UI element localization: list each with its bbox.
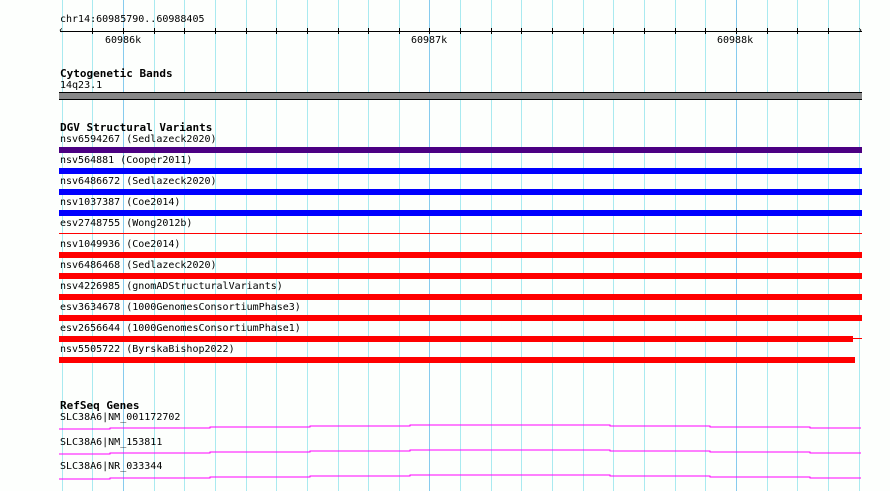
variant-label: nsv1049936 (Coe2014) <box>60 239 181 250</box>
variant-feature[interactable] <box>59 168 862 174</box>
grid-line <box>246 0 247 491</box>
gene-label: SLC38A6|NR_033344 <box>60 461 163 472</box>
grid-line <box>368 0 369 491</box>
gene-feature[interactable] <box>59 474 861 480</box>
variant-feature[interactable] <box>59 147 862 153</box>
track-title: RefSeq Genes <box>60 399 140 412</box>
cytoband-bar[interactable] <box>59 92 862 100</box>
grid-line <box>552 0 553 491</box>
ruler-tick <box>552 28 553 34</box>
ruler-tick <box>797 28 798 34</box>
ruler-tick <box>368 28 369 34</box>
grid-line <box>62 0 63 491</box>
grid-line <box>613 0 614 491</box>
variant-feature[interactable] <box>59 189 862 195</box>
ruler-tick <box>429 28 430 34</box>
grid-line <box>215 0 216 491</box>
grid-line <box>521 0 522 491</box>
gene-label: SLC38A6|NM_153811 <box>60 436 163 448</box>
ruler-label: 60988k <box>717 35 754 46</box>
ruler-tick <box>246 28 247 34</box>
grid-line <box>429 0 430 491</box>
grid-line <box>675 0 676 491</box>
ruler-tick <box>828 28 829 34</box>
ruler-tick <box>491 28 492 34</box>
grid-line <box>307 0 308 491</box>
grid-line <box>460 0 461 491</box>
variant-label: nsv6486468 (Sedlazeck2020) <box>60 260 217 271</box>
gene-label: SLC38A6|NM_001172702 <box>60 412 181 423</box>
grid-line <box>705 0 706 491</box>
ruler-tick <box>338 28 339 34</box>
ruler-tick <box>705 28 706 34</box>
grid-line <box>184 0 185 491</box>
gene-feature[interactable] <box>59 449 861 455</box>
grid-line <box>797 0 798 491</box>
variant-label: esv2748755 (Wong2012b) <box>60 218 193 229</box>
variant-label: nsv1037387 (Coe2014) <box>60 197 181 208</box>
location-label: chr14:60985790..60988405 <box>60 14 205 25</box>
ruler-tick <box>521 28 522 34</box>
ruler-tick <box>154 28 155 34</box>
ruler-tick <box>276 28 277 34</box>
ruler-tick <box>307 28 308 34</box>
variant-feature[interactable] <box>59 210 862 216</box>
gene-feature[interactable] <box>59 424 861 430</box>
grid-line <box>338 0 339 491</box>
grid-line <box>859 0 860 491</box>
ruler-tick <box>767 28 768 34</box>
ruler-axis <box>60 31 862 32</box>
variant-label: esv2656644 (1000GenomesConsortiumPhase1) <box>60 323 301 334</box>
ruler-tick <box>675 28 676 34</box>
variant-label: nsv564881 (Cooper2011) <box>60 155 193 166</box>
variant-feature[interactable] <box>59 252 862 258</box>
ruler-tick <box>583 28 584 34</box>
grid-line <box>736 0 737 491</box>
cytoband-label: 14q23.1 <box>60 80 103 91</box>
ruler-tick <box>184 28 185 34</box>
grid-line <box>491 0 492 491</box>
variant-label: esv3634678 (1000GenomesConsortiumPhase3) <box>60 302 301 313</box>
ruler-label: 60986k <box>105 35 142 46</box>
variant-feature[interactable] <box>59 294 862 300</box>
track-title: DGV Structural Variants <box>60 121 213 134</box>
grid-line <box>92 0 93 491</box>
ruler-tick <box>613 28 614 34</box>
variant-label: nsv6594267 (Sedlazeck2020) <box>60 134 217 145</box>
ruler-tick <box>460 28 461 34</box>
variant-label: nsv6486672 (Sedlazeck2020) <box>60 176 217 187</box>
scroll-right-icon[interactable]: › <box>857 25 864 36</box>
variant-feature[interactable] <box>59 233 862 234</box>
ruler-tick <box>399 28 400 34</box>
ruler-label: 60987k <box>411 35 448 46</box>
grid-line <box>276 0 277 491</box>
variant-feature[interactable] <box>59 273 862 279</box>
ruler-tick <box>736 28 737 34</box>
grid-line <box>767 0 768 491</box>
grid-line <box>399 0 400 491</box>
ruler-tick <box>123 28 124 34</box>
variant-feature[interactable] <box>59 315 862 321</box>
variant-extension <box>853 338 862 339</box>
track-title: Cytogenetic Bands <box>60 67 173 80</box>
grid-line <box>828 0 829 491</box>
grid-line <box>583 0 584 491</box>
ruler-tick <box>215 28 216 34</box>
ruler-tick <box>644 28 645 34</box>
grid-line <box>123 0 124 491</box>
grid-line <box>154 0 155 491</box>
variant-label: nsv5505722 (ByrskaBishop2022) <box>60 344 235 355</box>
scroll-left-icon[interactable]: ‹ <box>58 25 65 36</box>
grid-line <box>644 0 645 491</box>
variant-feature[interactable] <box>59 357 855 363</box>
variant-feature[interactable] <box>59 336 853 342</box>
ruler-tick <box>92 28 93 34</box>
variant-label: nsv4226985 (gnomADStructuralVariants) <box>60 281 283 292</box>
